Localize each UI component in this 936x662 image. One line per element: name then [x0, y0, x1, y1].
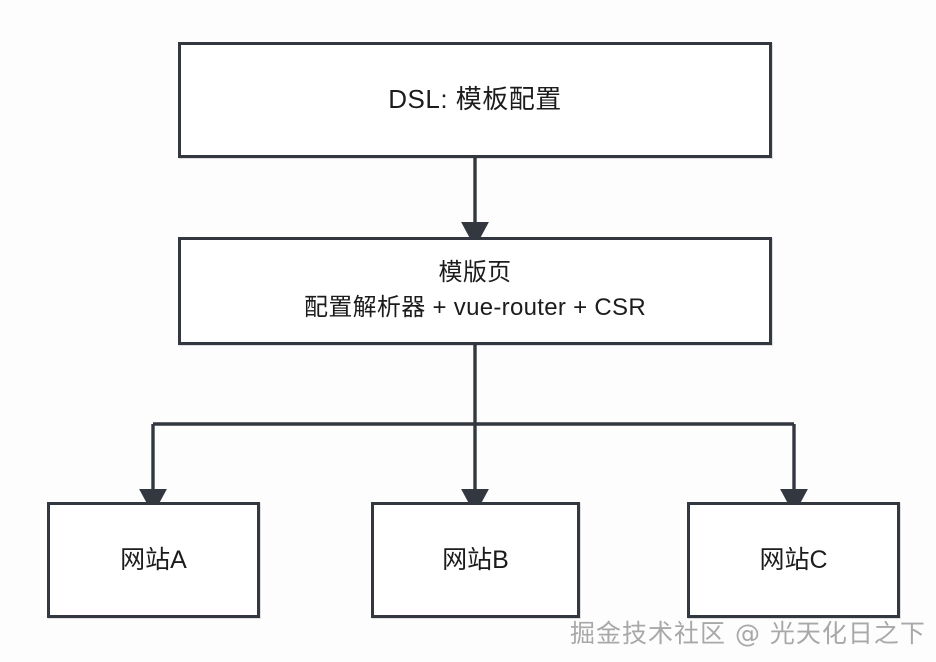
node-site-a-label: 网站A: [120, 545, 187, 574]
node-site-c-label: 网站C: [759, 545, 828, 574]
node-site-a[interactable]: 网站A: [47, 502, 260, 618]
node-template-page-label: 模版页 配置解析器 + vue-router + CSR: [304, 259, 646, 321]
node-site-b-label: 网站B: [442, 545, 509, 574]
node-dsl-config-label: DSL: 模板配置: [388, 84, 562, 115]
node-site-c[interactable]: 网站C: [687, 502, 900, 618]
node-template-page[interactable]: 模版页 配置解析器 + vue-router + CSR: [178, 237, 772, 345]
node-dsl-config[interactable]: DSL: 模板配置: [178, 42, 772, 158]
edge-template-to-bus: [153, 345, 794, 426]
node-site-b[interactable]: 网站B: [371, 502, 580, 618]
watermark-text: 掘金技术社区 @ 光天化日之下: [570, 619, 926, 648]
